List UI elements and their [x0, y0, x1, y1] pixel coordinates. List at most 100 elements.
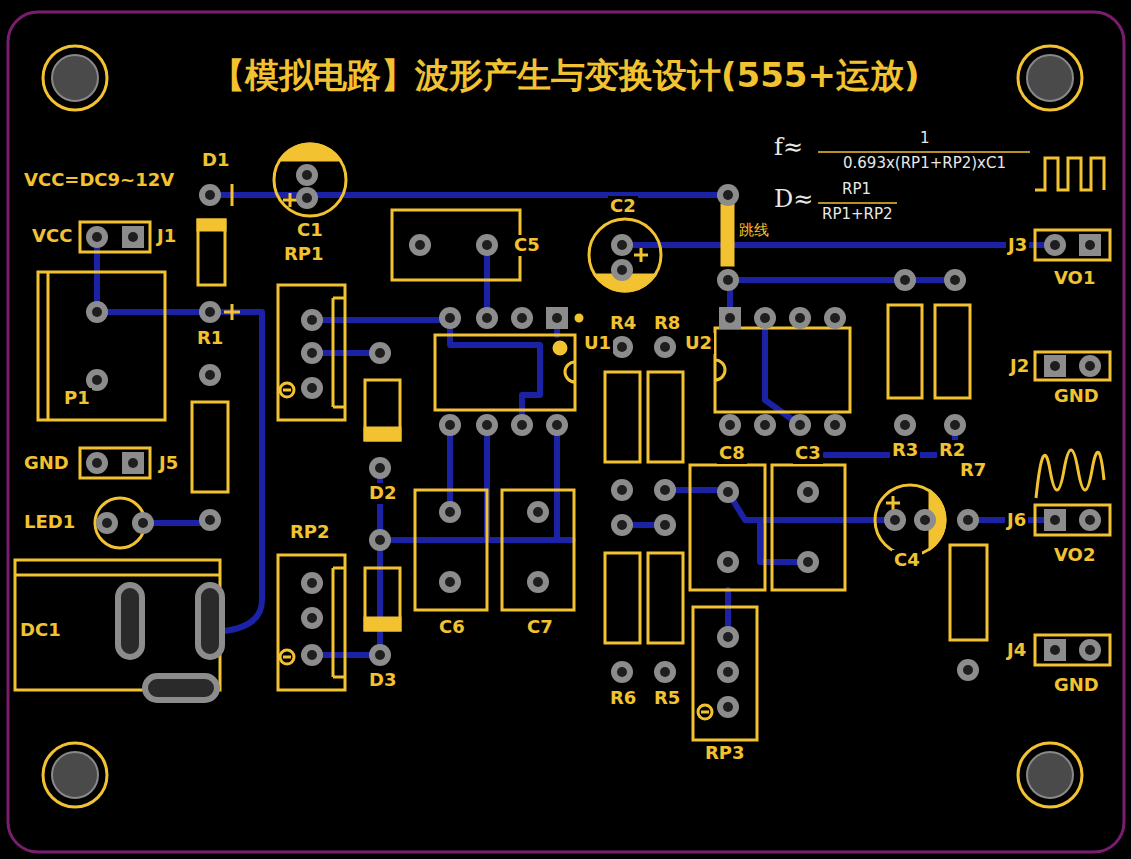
- drill-hole: [617, 342, 627, 352]
- silkscreen-outline: [15, 560, 220, 690]
- silkscreen-outline: [950, 545, 987, 640]
- silkscreen-label: C3: [793, 443, 823, 464]
- solder-pad: [654, 336, 676, 358]
- drill-hole: [617, 240, 627, 250]
- silkscreen-label: R4: [608, 313, 638, 334]
- silkscreen-outline: [365, 618, 400, 630]
- solder-pad: [369, 644, 391, 666]
- solder-pad: [1079, 234, 1101, 256]
- solder-pad: [654, 479, 676, 501]
- drill-hole: [533, 577, 543, 587]
- drill-hole: [617, 520, 627, 530]
- formula-text: 0.693x(RP1+RP2)xC1: [841, 155, 1008, 172]
- solder-pad: [369, 457, 391, 479]
- silkscreen-label: VO2: [1052, 545, 1097, 566]
- silkscreen-label: GND: [22, 453, 71, 474]
- solder-pad: [894, 269, 916, 291]
- drill-hole: [92, 458, 102, 468]
- silkscreen-label: J2: [1008, 356, 1031, 377]
- mounting-hole: [43, 743, 107, 807]
- mounting-hole: [52, 55, 98, 101]
- board-outline: [8, 12, 1124, 852]
- silkscreen-outline: [1035, 352, 1110, 380]
- solder-pad: [824, 307, 846, 329]
- silkscreen-outline: [648, 553, 683, 643]
- silkscreen-label: RP2: [288, 522, 332, 543]
- solder-pad: [511, 307, 533, 329]
- mounting-hole: [1027, 752, 1073, 798]
- solder-pad: [717, 661, 739, 683]
- solder-pad: [719, 307, 741, 329]
- drill-hole: [660, 342, 670, 352]
- solder-pad: [1044, 639, 1066, 661]
- silkscreen-outline: [231, 184, 234, 206]
- solder-pad: [86, 452, 108, 474]
- solder-pad: [86, 226, 108, 248]
- silkscreen-outline: [888, 305, 922, 398]
- copper-trace: [97, 237, 262, 632]
- solder-pad: [789, 414, 811, 436]
- solder-pad: [654, 514, 676, 536]
- drill-hole: [307, 613, 317, 623]
- silkscreen-outline: [886, 496, 900, 510]
- solder-pad: [199, 364, 221, 386]
- drill-hole: [950, 275, 960, 285]
- solder-pad: [296, 187, 318, 209]
- solder-pad: [717, 696, 739, 718]
- solder-pad: [546, 414, 568, 436]
- silkscreen-outline: [274, 144, 346, 216]
- silkscreen-label: RP3: [703, 743, 747, 764]
- drill-hole: [205, 515, 215, 525]
- solder-pad: [797, 551, 819, 573]
- silkscreen-outline: [365, 428, 400, 440]
- silkscreen-label: C5: [512, 235, 542, 256]
- drill-hole: [552, 313, 562, 323]
- silkscreen-outline: [192, 402, 228, 492]
- drill-hole: [533, 507, 543, 517]
- silkscreen-outline: [278, 555, 345, 690]
- solder-pad: [611, 479, 633, 501]
- silkscreen-outline: [589, 219, 661, 291]
- solder-pad: [717, 481, 739, 503]
- solder-pad: [789, 307, 811, 329]
- drill-hole: [723, 557, 733, 567]
- drill-hole: [950, 420, 960, 430]
- mounting-hole: [43, 46, 1082, 807]
- drill-hole: [307, 650, 317, 660]
- drill-hole: [1085, 361, 1095, 371]
- drill-hole: [517, 313, 527, 323]
- silkscreen-outline: [1035, 158, 1104, 190]
- solder-pads: [86, 164, 1101, 718]
- drill-hole: [445, 313, 455, 323]
- solder-pad: [1044, 355, 1066, 377]
- drill-hole: [128, 232, 138, 242]
- solder-pad: [957, 509, 979, 531]
- silkscreen-outline: [715, 360, 725, 380]
- silkscreen-outline: [605, 372, 640, 462]
- silkscreen-outline: [333, 568, 345, 677]
- silkscreen-label: GND: [1052, 386, 1101, 407]
- copper-trace: [97, 195, 1055, 655]
- mounting-hole: [43, 46, 107, 110]
- solder-pad: [122, 452, 144, 474]
- silkscreen-outline: [278, 285, 345, 420]
- drill-hole: [482, 420, 492, 430]
- silkscreen-label: RP1: [282, 244, 326, 265]
- drill-hole: [482, 313, 492, 323]
- silkscreen-outline: [365, 380, 400, 440]
- silkscreen-outline: [280, 144, 340, 160]
- drill-hole: [92, 375, 102, 385]
- solder-pad: [511, 414, 533, 436]
- solder-pad: [296, 164, 318, 186]
- solder-pad: [199, 184, 221, 206]
- copper-trace: [728, 277, 955, 283]
- solder-pad: [409, 234, 431, 256]
- silkscreen-label: R8: [652, 313, 682, 334]
- solder-pad: [476, 307, 498, 329]
- solder-pad: [96, 512, 118, 534]
- solder-pad: [369, 529, 391, 551]
- silkscreen-outline: [280, 383, 294, 397]
- copper-trace: [447, 425, 453, 512]
- drill-hole: [660, 667, 670, 677]
- silkscreen-label: C1: [295, 220, 325, 241]
